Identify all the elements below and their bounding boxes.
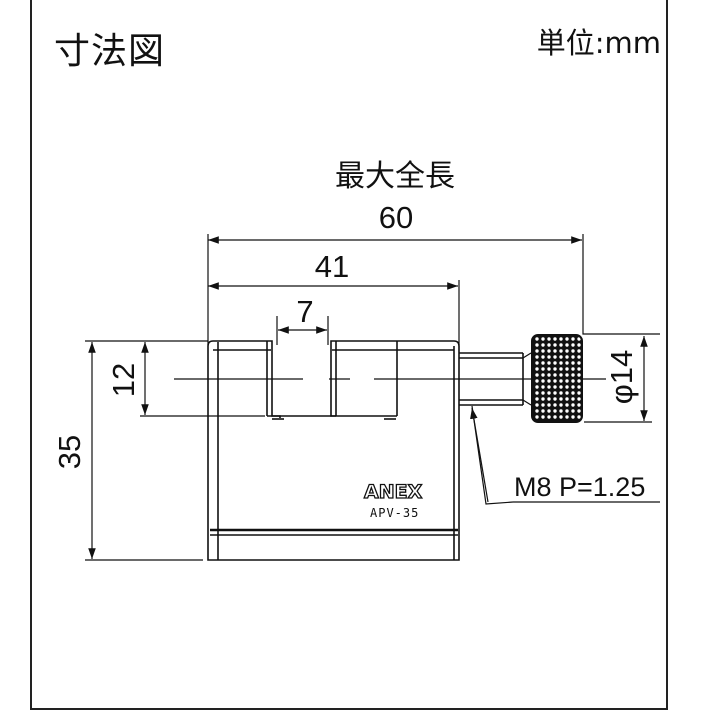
dimension-value-41: 41 [315,249,349,284]
dimension-value-35: 35 [52,435,87,469]
brand-logo-text: ANEX [364,481,423,503]
overall-length-label: 最大全長 [335,159,455,194]
model-number: APV-35 [370,506,419,520]
dimension-value-12: 12 [106,363,141,397]
dimension-body-height: 35 [52,340,208,561]
page-title: 寸法図 [54,31,166,72]
dimension-body-width: 41 [208,249,460,345]
thread-spec-note: M8 P=1.25 [514,472,645,502]
dimension-slot-depth: 12 [106,342,265,417]
thread-callout: M8 P=1.25 [470,405,660,505]
dimension-slot-width: 7 [276,294,329,345]
dimension-value-phi14: φ14 [604,350,639,405]
dimension-value-60: 60 [379,200,413,235]
screw-shaft [459,352,532,406]
brand-logo: ANEX APV-35 [363,480,423,520]
knurled-knob [531,334,583,423]
dimension-overall-length: 60 [207,200,660,345]
dimension-value-7: 7 [296,294,313,329]
dimension-knob-diameter: φ14 [584,336,652,423]
unit-label: 単位:mm [536,26,661,60]
